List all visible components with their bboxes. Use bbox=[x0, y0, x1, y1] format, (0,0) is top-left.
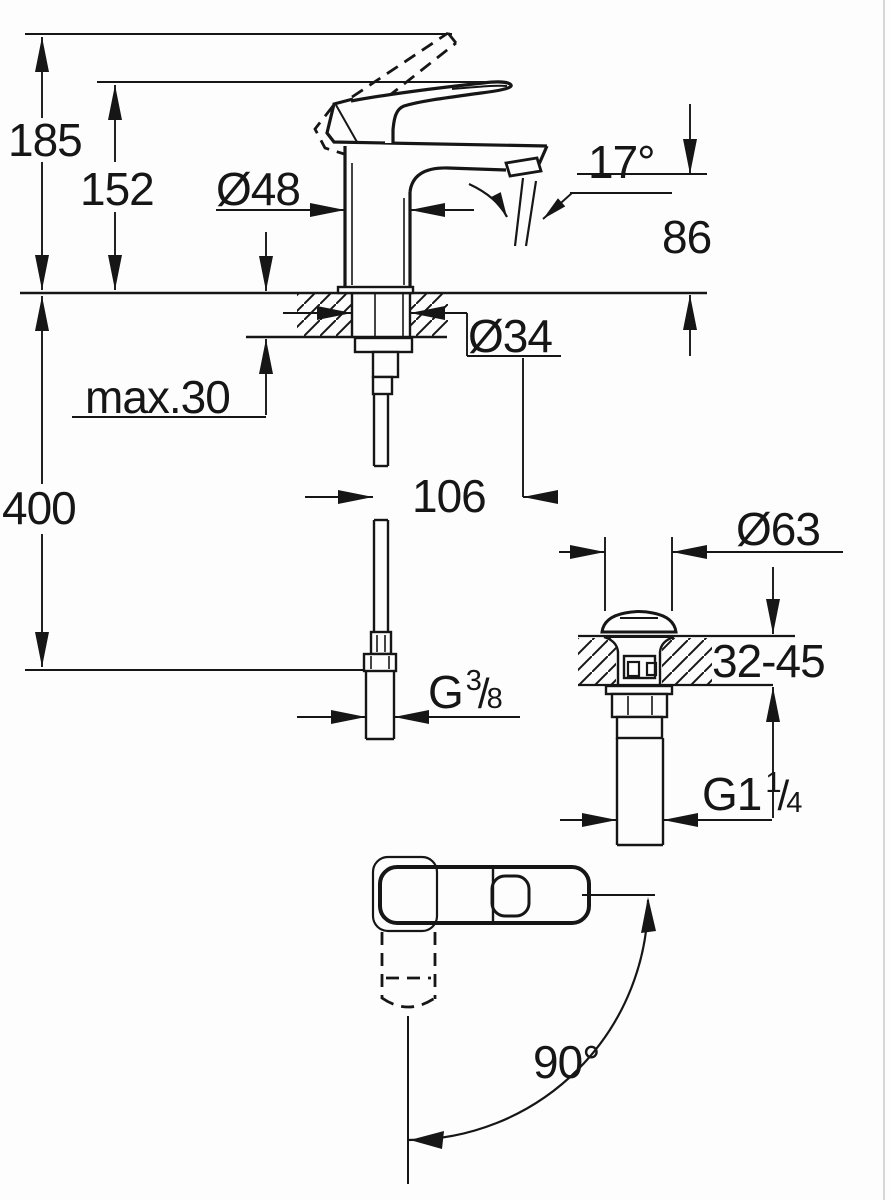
dim-label-90deg: 90° bbox=[533, 1036, 600, 1088]
deck-hatch-right bbox=[410, 294, 448, 336]
body-fill bbox=[346, 146, 409, 287]
stream-angle-arc-arrow bbox=[468, 183, 508, 218]
dimension-drain-deck-range: 32-45 bbox=[712, 567, 826, 818]
handle-dome-facet bbox=[335, 104, 358, 143]
drain-dome-cap bbox=[600, 610, 678, 634]
drain-locknut bbox=[610, 692, 669, 719]
drain-flange bbox=[604, 684, 674, 696]
swivel-arc-arrow-bottom bbox=[410, 1131, 444, 1149]
water-stream-line bbox=[524, 180, 538, 247]
dim-label-106: 106 bbox=[412, 470, 486, 522]
drain-neck-left bbox=[603, 635, 620, 686]
handle-rotated-dashed bbox=[380, 932, 437, 1009]
hose-nut bbox=[362, 652, 398, 673]
handle-top-view bbox=[371, 855, 591, 1184]
drain-mechanism-detail bbox=[645, 661, 658, 677]
lever-outline bbox=[350, 80, 513, 143]
dim-label-185: 185 bbox=[8, 114, 82, 166]
handle-inner-pill bbox=[490, 874, 531, 918]
supply-hose bbox=[353, 336, 414, 741]
lever-tip-inner-line bbox=[451, 84, 508, 90]
drain-deck-hatch-left bbox=[578, 638, 616, 684]
drain-body-band bbox=[615, 715, 664, 740]
shank-step-2 bbox=[371, 375, 394, 396]
deck-section-front bbox=[20, 291, 707, 339]
spout-top-edge bbox=[384, 141, 548, 148]
dim-label-max30: max.30 bbox=[85, 371, 230, 423]
dim-label-32-45: 32-45 bbox=[712, 635, 825, 687]
dimension-hole-diameter: Ø34 bbox=[283, 306, 561, 362]
handle-lever-outline bbox=[378, 865, 591, 925]
dim-label-86: 86 bbox=[662, 211, 711, 263]
dimension-swivel-angle: 90° bbox=[407, 894, 656, 1149]
deck-hatch-left bbox=[297, 294, 352, 336]
drain-assembly bbox=[578, 610, 795, 847]
drain-deck-hatch-right bbox=[662, 638, 712, 684]
swivel-arc bbox=[407, 899, 650, 1142]
drain-mechanism-detail bbox=[626, 660, 641, 678]
water-stream-line bbox=[513, 177, 525, 247]
dim-label-o48: Ø48 bbox=[216, 163, 300, 215]
dimension-spout-angle: 17° bbox=[542, 136, 707, 220]
dimension-projection-106: 106 bbox=[305, 358, 558, 522]
faucet-front-view bbox=[313, 31, 549, 295]
dim-label-400: 400 bbox=[2, 482, 76, 534]
swivel-arc-arrow-top bbox=[641, 897, 656, 933]
dimension-152: 152 bbox=[80, 81, 490, 290]
drain-neck-right bbox=[658, 635, 675, 686]
body-base-plate bbox=[336, 285, 415, 295]
aerator bbox=[504, 156, 543, 178]
dimension-86: 86 bbox=[662, 104, 712, 356]
handle-base-outline bbox=[371, 855, 439, 933]
shank-step-1 bbox=[371, 350, 400, 379]
dimension-drain-diameter: Ø63 bbox=[559, 503, 843, 611]
dim-label-o63: Ø63 bbox=[736, 503, 820, 555]
dimension-185: 185 bbox=[8, 33, 452, 290]
hose-fitting bbox=[369, 630, 393, 656]
handle-dome-outline bbox=[325, 97, 386, 145]
dim-label-152: 152 bbox=[80, 163, 154, 215]
dim-label-o34: Ø34 bbox=[468, 310, 552, 362]
dimension-max30: max.30 bbox=[72, 232, 273, 423]
spout-underside bbox=[408, 166, 507, 193]
dimension-body-diameter: Ø48 bbox=[216, 163, 474, 217]
dim-label-17deg: 17° bbox=[588, 136, 655, 188]
mounting-washer bbox=[353, 336, 414, 354]
dimension-400: 400 bbox=[2, 296, 363, 671]
